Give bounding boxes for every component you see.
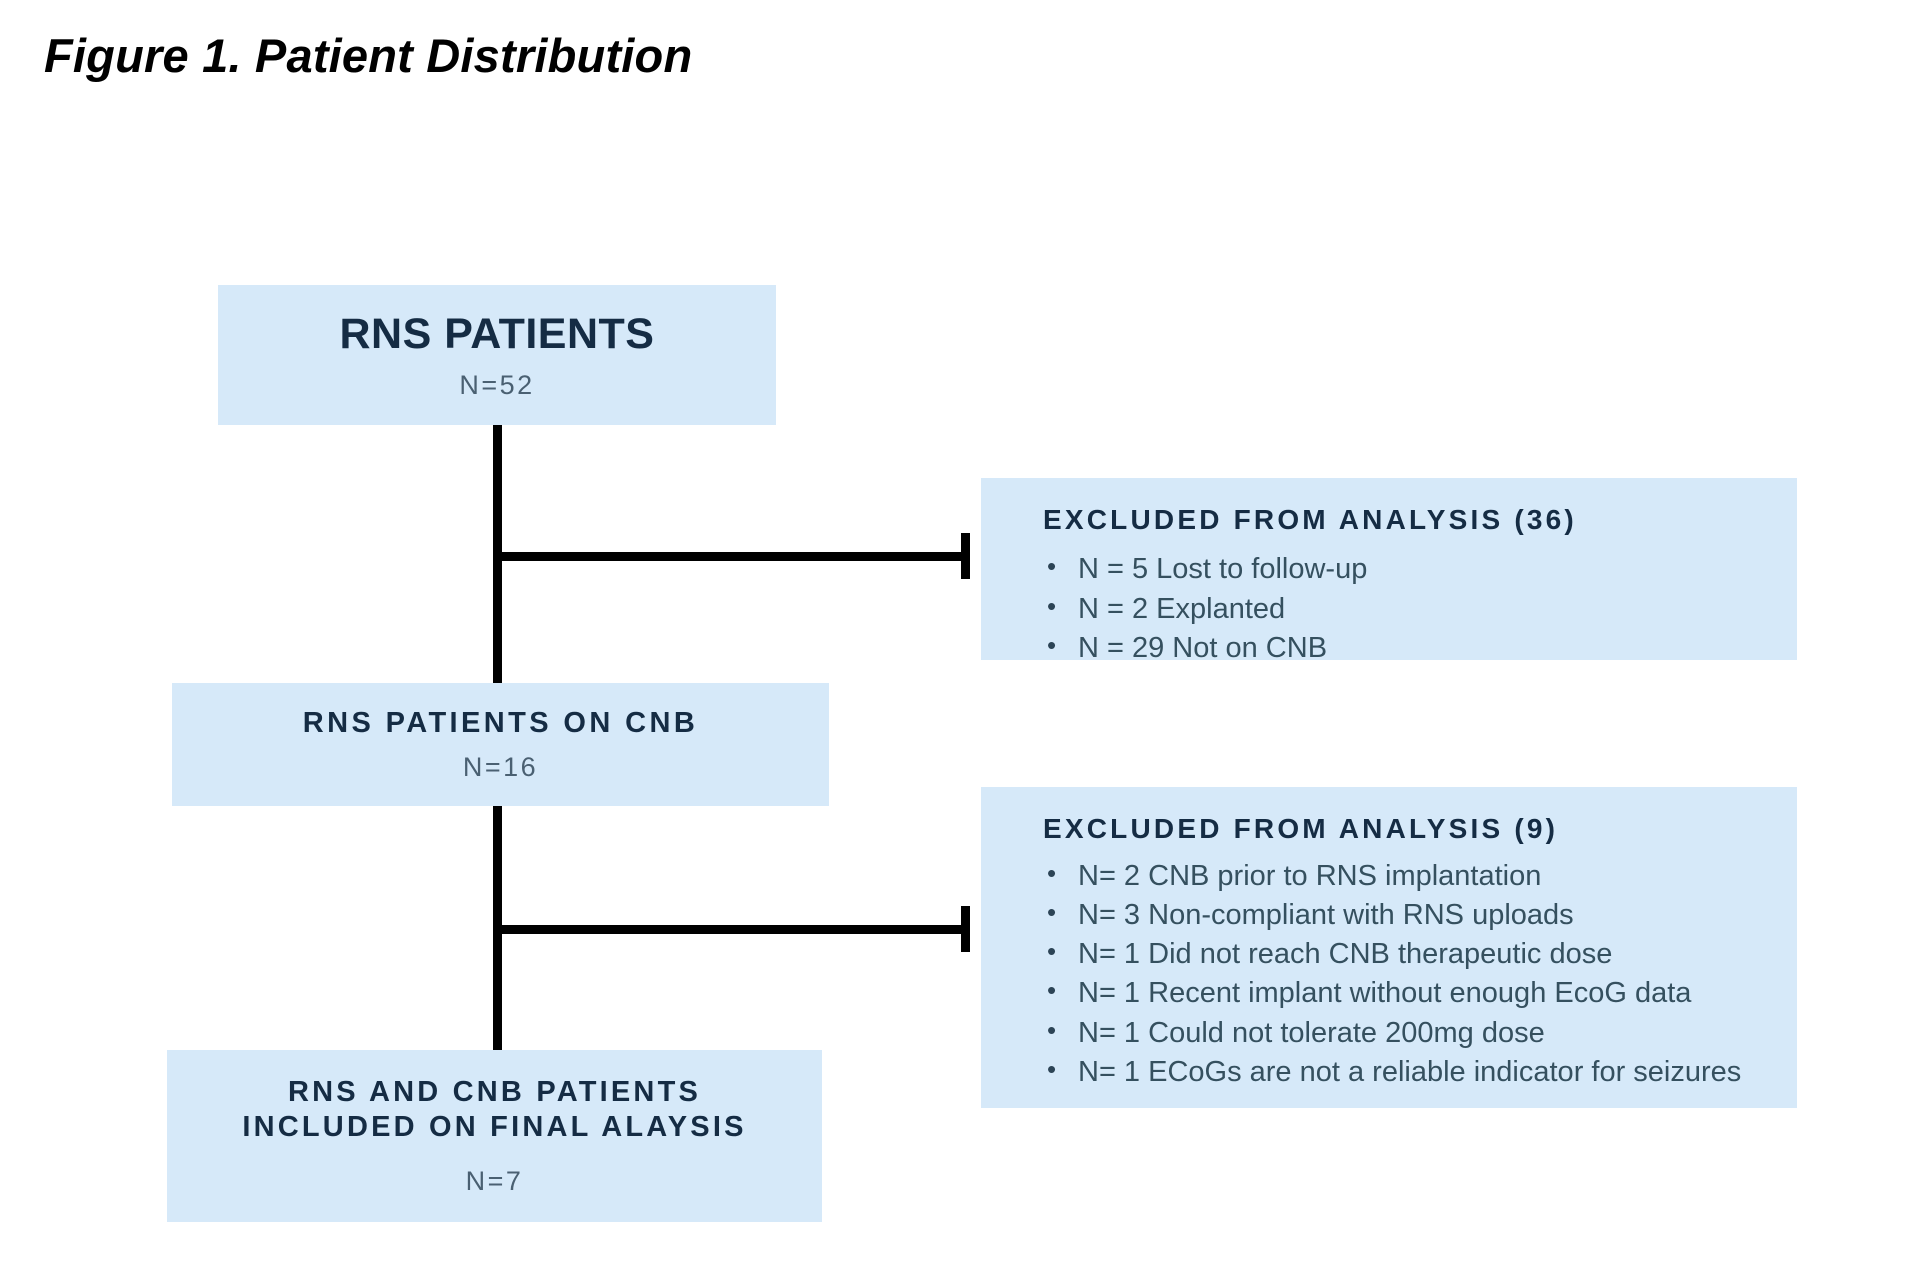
page-title: Figure 1. Patient Distribution <box>44 29 693 82</box>
node-rns-patients-on-cnb: RNS PATIENTS ON CNB N=16 <box>172 683 829 806</box>
node-rns-patients-heading: RNS PATIENTS <box>339 310 655 359</box>
node-final-included-heading-line2: INCLUDED ON FINAL ALAYSIS <box>242 1110 747 1143</box>
excluded-36-list: N = 5 Lost to follow-up N = 2 Explanted … <box>1043 549 1767 669</box>
connector-arrow-tip-excluded-9 <box>961 906 970 952</box>
list-item: N= 3 Non-compliant with RNS uploads <box>1043 895 1767 935</box>
connector-branch-to-excluded-9 <box>493 925 970 934</box>
node-excluded-from-analysis-9: EXCLUDED FROM ANALYSIS (9) N= 2 CNB prio… <box>981 787 1797 1108</box>
node-excluded-from-analysis-36: EXCLUDED FROM ANALYSIS (36) N = 5 Lost t… <box>981 478 1797 664</box>
list-item: N = 2 Explanted <box>1043 589 1767 630</box>
excluded-36-heading: EXCLUDED FROM ANALYSIS (36) <box>1043 504 1577 535</box>
node-rns-patients-count: N=52 <box>459 369 535 400</box>
excluded-9-heading: EXCLUDED FROM ANALYSIS (9) <box>1043 813 1559 844</box>
excluded-9-list: N= 2 CNB prior to RNS implantation N= 3 … <box>1043 856 1767 1092</box>
node-rns-patients-on-cnb-heading: RNS PATIENTS ON CNB <box>302 706 699 739</box>
node-final-included-heading-line1: RNS AND CNB PATIENTS <box>287 1076 702 1109</box>
node-final-included-count: N=7 <box>465 1165 524 1196</box>
node-rns-patients: RNS PATIENTS N=52 <box>218 285 776 425</box>
list-item: N= 1 Recent implant without enough EcoG … <box>1043 973 1767 1013</box>
list-item: N= 2 CNB prior to RNS implantation <box>1043 856 1767 896</box>
node-rns-patients-on-cnb-count: N=16 <box>462 752 539 783</box>
list-item: N = 5 Lost to follow-up <box>1043 549 1767 590</box>
connector-arrow-tip-excluded-36 <box>961 533 970 579</box>
node-final-included: RNS AND CNB PATIENTS INCLUDED ON FINAL A… <box>167 1050 822 1222</box>
list-item: N = 29 Not on CNB <box>1043 628 1767 669</box>
list-item: N= 1 Did not reach CNB therapeutic dose <box>1043 934 1767 974</box>
connector-branch-to-excluded-36 <box>493 552 970 561</box>
list-item: N= 1 ECoGs are not a reliable indicator … <box>1043 1052 1767 1092</box>
list-item: N= 1 Could not tolerate 200mg dose <box>1043 1013 1767 1053</box>
